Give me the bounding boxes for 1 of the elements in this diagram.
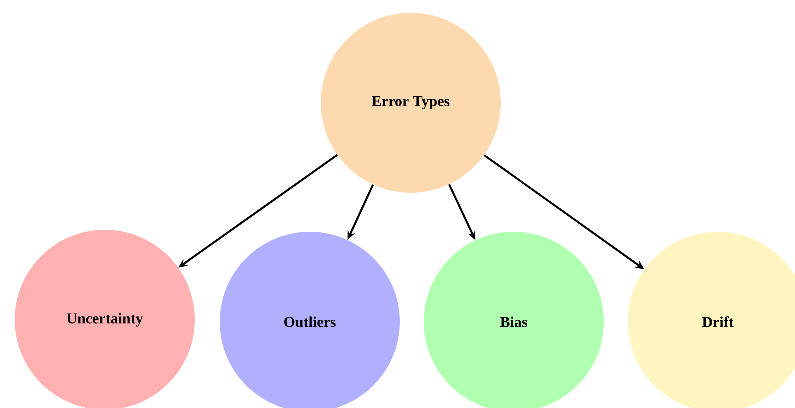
- circle-node: Error Types: [321, 13, 501, 193]
